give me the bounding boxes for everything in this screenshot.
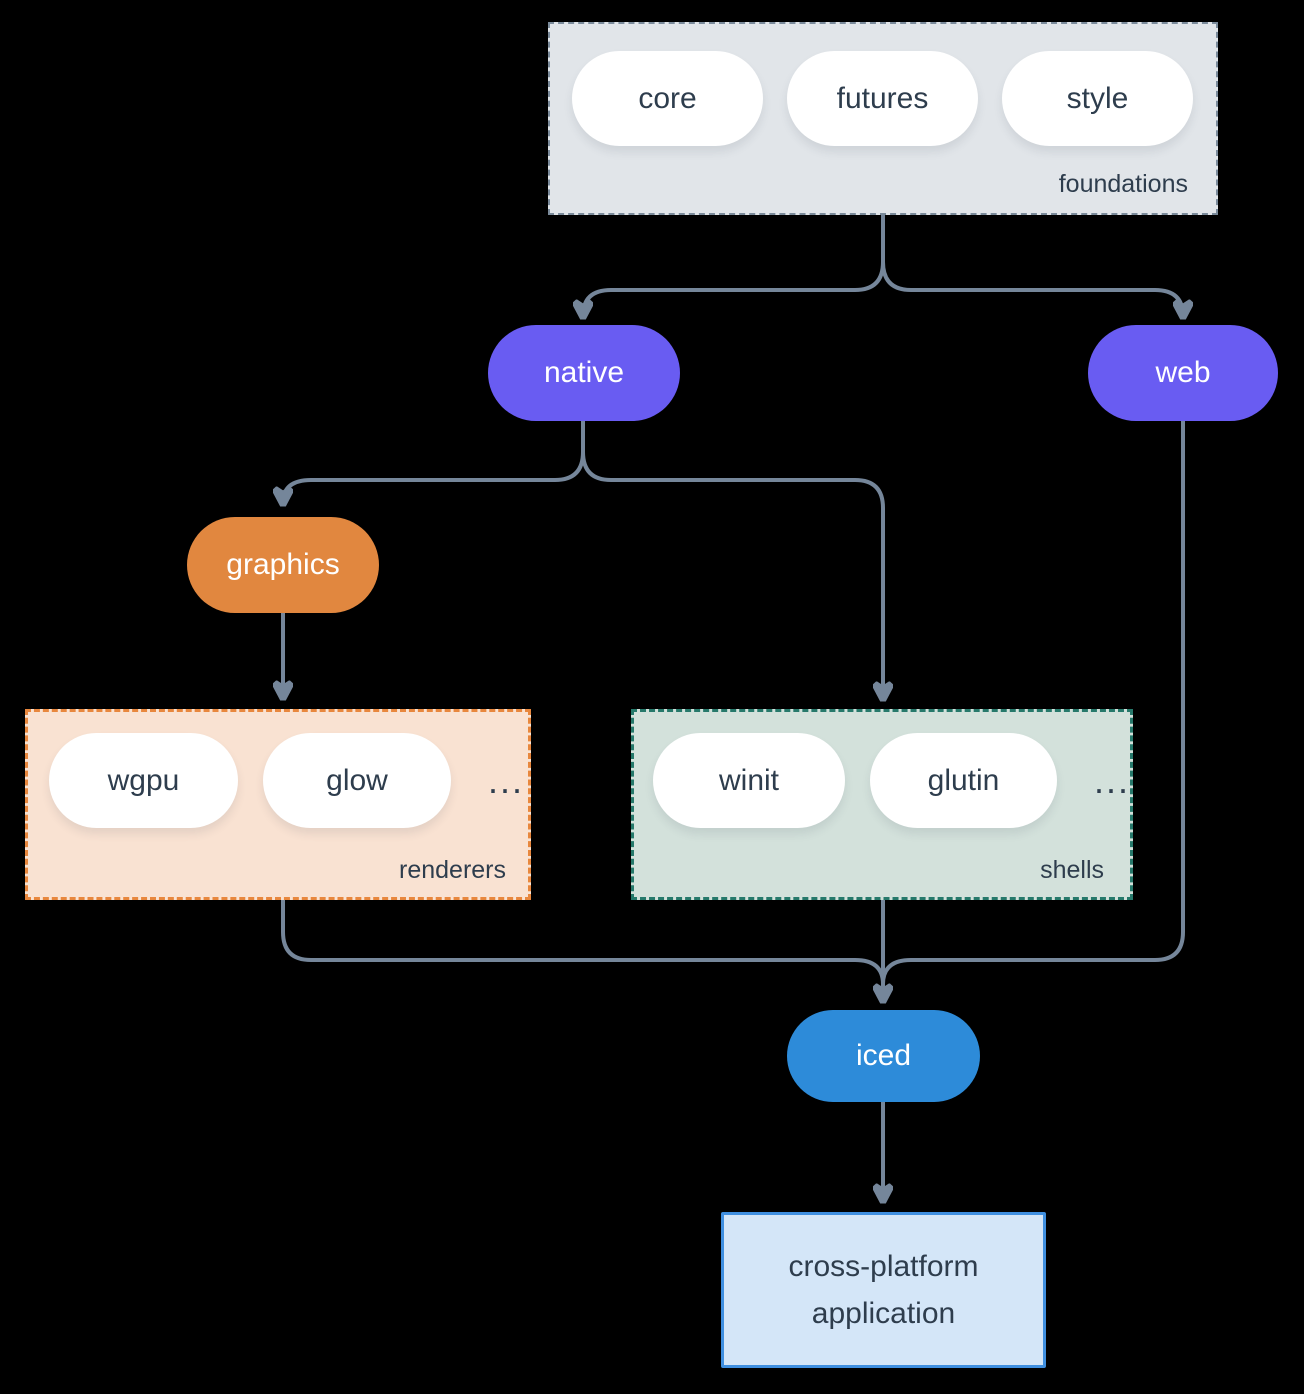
- node-web: web: [1088, 325, 1278, 421]
- renderers-pill-row: wgpu glow ...: [28, 712, 528, 828]
- edge-foundations-to-native: [583, 215, 885, 316]
- node-futures: futures: [787, 51, 978, 146]
- shells-pill-row: winit glutin ...: [634, 712, 1130, 828]
- node-cross-platform-application: cross-platform application: [721, 1212, 1046, 1368]
- node-iced: iced: [787, 1010, 980, 1102]
- edge-native-to-graphics: [283, 421, 585, 503]
- node-core: core: [572, 51, 763, 146]
- renderers-label: renderers: [399, 856, 506, 884]
- shells-ellipsis: ...: [1094, 759, 1131, 801]
- node-graphics: graphics: [187, 517, 379, 613]
- shells-label: shells: [1040, 856, 1104, 884]
- renderers-ellipsis: ...: [488, 759, 525, 801]
- edge-native-to-shells: [581, 421, 883, 698]
- node-wgpu: wgpu: [49, 733, 238, 828]
- node-style: style: [1002, 51, 1193, 146]
- edge-renderers-to-merge: [281, 900, 885, 985]
- node-native: native: [488, 325, 680, 421]
- group-foundations: core futures style foundations: [548, 22, 1218, 215]
- foundations-label: foundations: [1058, 170, 1188, 198]
- group-shells: winit glutin ... shells: [631, 709, 1133, 900]
- edge-foundations-to-web: [881, 215, 1183, 316]
- edge-web-to-merge: [881, 421, 1185, 985]
- node-winit: winit: [653, 733, 845, 828]
- foundations-pill-row: core futures style: [550, 24, 1216, 146]
- group-renderers: wgpu glow ... renderers: [25, 709, 531, 900]
- node-glow: glow: [263, 733, 451, 828]
- node-glutin: glutin: [870, 733, 1057, 828]
